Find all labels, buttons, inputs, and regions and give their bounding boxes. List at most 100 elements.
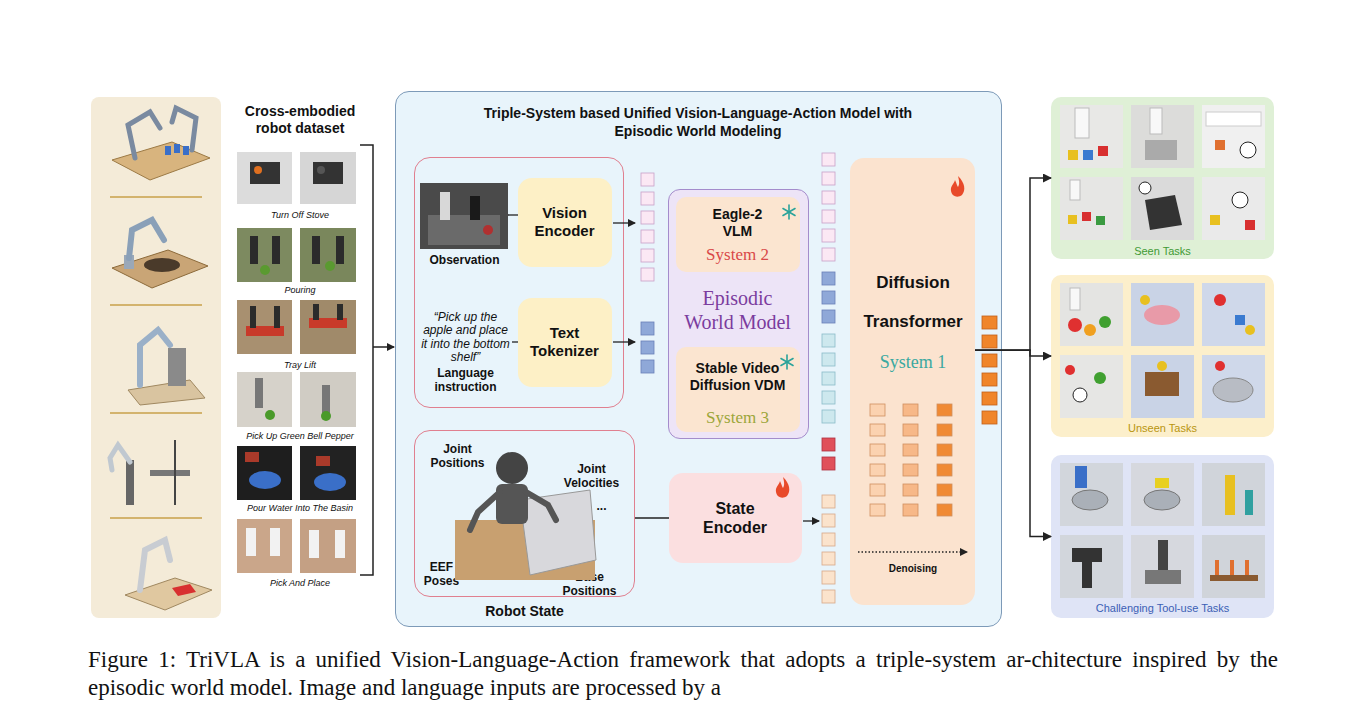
token-square — [822, 334, 835, 347]
dataset-image — [317, 166, 325, 174]
task-image — [1068, 150, 1078, 160]
task-image — [1096, 216, 1105, 225]
dataset-image — [237, 228, 292, 282]
dataset-image — [325, 261, 335, 271]
robot-illustration — [126, 460, 134, 505]
task-image — [1215, 361, 1225, 371]
state-encoder-box: State Encoder — [669, 473, 802, 563]
ellipsis: ... — [590, 499, 614, 513]
robot-panel — [91, 97, 221, 618]
token-square — [641, 153, 835, 281]
image-caption: Pouring — [232, 284, 368, 296]
robot-illustration — [110, 108, 212, 610]
task-image — [1072, 490, 1108, 510]
dataset-image — [336, 236, 344, 264]
world-model-title: Episodic World Model — [678, 285, 798, 335]
task-image — [1202, 463, 1265, 526]
task-panel: Unseen Tasks — [1051, 275, 1274, 437]
robot-illustration — [140, 540, 170, 590]
frame-title: Triple-System based Unified Vision-Langu… — [458, 103, 938, 141]
dataset-image — [246, 528, 256, 556]
denoising-grid — [870, 444, 885, 456]
token-square — [822, 172, 835, 185]
process-label: Denoising — [852, 561, 974, 575]
task-image — [1245, 490, 1253, 515]
denoising-grid — [937, 404, 952, 516]
action-token — [982, 335, 997, 348]
observation-image — [420, 183, 508, 249]
task-image — [1155, 478, 1169, 488]
observation-image — [440, 192, 450, 220]
dataset-image — [312, 236, 320, 264]
dataset-image — [321, 411, 331, 421]
dataset-image — [250, 306, 256, 328]
task-image — [1235, 315, 1245, 325]
token-square — [822, 438, 835, 470]
dataset-image — [265, 410, 275, 420]
connector-line — [803, 520, 819, 521]
observation-image — [420, 183, 508, 249]
task-image — [1084, 324, 1096, 336]
robot-illustration — [110, 445, 130, 470]
robot-state-image — [455, 520, 595, 580]
dataset-heading: Cross-embodied robot dataset — [232, 102, 368, 138]
token-square — [641, 211, 654, 224]
robot-illustration — [172, 584, 196, 596]
vlm-label: Eagle-2 VLM — [703, 204, 773, 242]
robot-state-image — [520, 490, 596, 575]
task-image — [1206, 112, 1261, 126]
task-image — [1068, 318, 1082, 332]
transformer-box: Diffusion TransformerSystem 1Denoising — [850, 158, 975, 605]
dataset-image — [250, 162, 280, 184]
image-caption: Pour Water Into The Basin — [232, 502, 368, 514]
task-image — [1215, 560, 1219, 575]
trainable-icon — [776, 176, 964, 498]
task-image — [1245, 560, 1249, 575]
dataset-image — [309, 530, 319, 558]
robot-illustration — [150, 470, 190, 476]
denoising-grid — [870, 464, 885, 476]
denoising-grid — [903, 484, 918, 496]
dataset-image — [274, 306, 280, 328]
instruction-text: “Pick up the apple and place it into the… — [421, 311, 511, 365]
denoising-grid — [903, 404, 918, 416]
model-frame: Triple-System based Unified Vision-Langu… — [395, 91, 1002, 627]
token-square — [641, 173, 654, 186]
task-image — [1245, 325, 1255, 335]
denoising-grid — [903, 464, 918, 476]
state-field: Joint Velocities — [556, 461, 628, 491]
token-square — [641, 249, 654, 262]
denoising-grid — [870, 504, 885, 516]
robot-panel — [110, 196, 202, 198]
denoising-grid — [937, 464, 952, 476]
token-square — [822, 191, 835, 204]
frozen-icon — [781, 205, 795, 369]
image-caption: Turn Off Stove — [232, 209, 368, 221]
figure-caption: Figure 1: TriVLA is a unified Vision-Lan… — [88, 646, 1278, 718]
observation-image — [483, 225, 493, 235]
dataset-image — [272, 236, 280, 264]
task-image — [1145, 570, 1181, 584]
task-image — [1202, 105, 1265, 168]
dataset-image — [237, 372, 292, 427]
task-image — [1145, 372, 1179, 396]
dataset-image — [270, 528, 280, 556]
connector-arrow — [975, 178, 1051, 350]
task-image — [1145, 140, 1177, 160]
connector-arrow — [975, 350, 1051, 536]
task-image — [1131, 177, 1194, 240]
task-image — [1070, 180, 1080, 200]
task-image — [1131, 463, 1194, 526]
denoising-grid — [870, 404, 885, 416]
system-label: System 2 — [680, 244, 796, 266]
robot-illustration — [172, 108, 196, 150]
trainable-icon — [951, 176, 964, 197]
robot-illustration — [140, 330, 170, 385]
task-image — [1131, 535, 1194, 598]
denoising-grid — [937, 424, 952, 436]
robot-state-box: Joint PositionsJoint Velocities...EEF Po… — [414, 430, 635, 597]
system-label: System 1 — [852, 350, 974, 374]
action-token — [982, 316, 997, 424]
